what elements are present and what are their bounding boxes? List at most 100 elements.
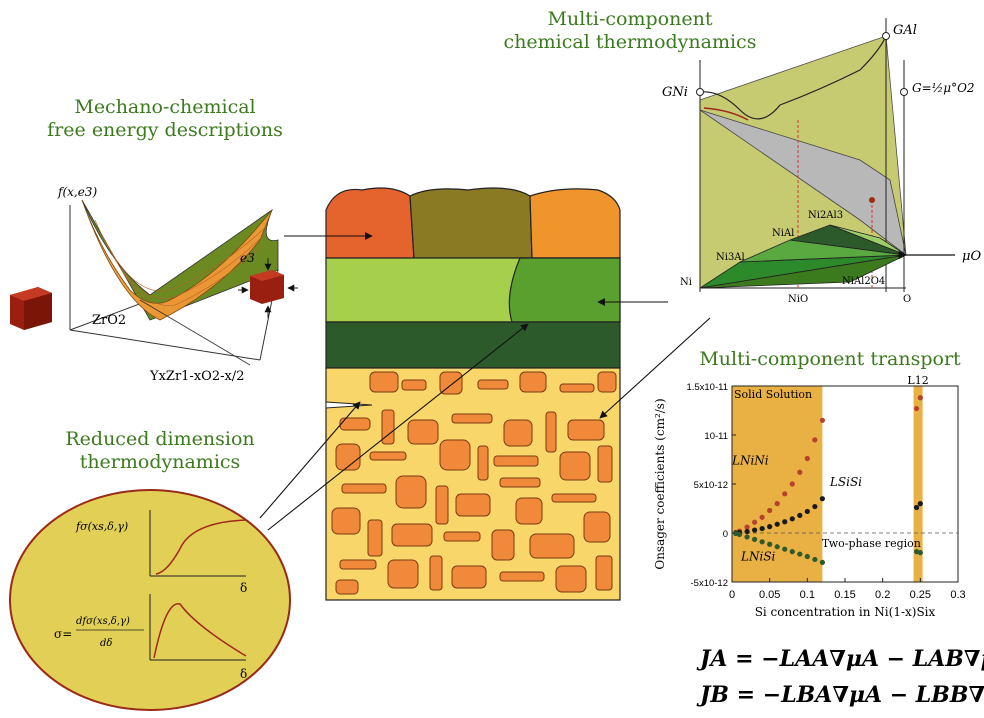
data-point [797, 512, 803, 518]
data-point [782, 546, 788, 552]
strain-axis-label: e3 [240, 251, 255, 265]
y-axis-label: Onsager coefficients (cm²/s) [653, 398, 667, 569]
data-point [804, 455, 810, 462]
reduced-title-line1: Reduced dimension [65, 428, 255, 450]
arrow-to-substrate [599, 317, 711, 419]
data-point [782, 519, 788, 525]
multi-component-thermo-title: Multi-component chemical thermodynamics [480, 8, 780, 54]
red-cube-icon [10, 287, 52, 330]
zro2-label: ZrO2 [92, 313, 126, 328]
data-point [812, 437, 818, 443]
oxide-layer-green-grain [508, 257, 621, 323]
series-label-lnisi: LNiSi [740, 549, 776, 563]
nial-label: NiAl [772, 228, 794, 239]
ni-tick: Ni [680, 277, 692, 288]
data-point [819, 496, 826, 502]
mechano-title-line2: free energy descriptions [47, 119, 283, 141]
connector-arrows [259, 232, 711, 531]
y-tick-label: 10-11 [704, 431, 728, 442]
data-point [797, 469, 803, 475]
data-point [767, 507, 773, 514]
mu-o-label: μO [962, 249, 981, 264]
data-point [744, 524, 750, 530]
data-point [744, 528, 750, 535]
reduced-dimension-title: Reduced dimension thermodynamics [30, 428, 290, 474]
data-point [736, 531, 743, 538]
y-tick-label: 1.5x10-11 [686, 382, 728, 393]
delta-label-bottom: δ [240, 667, 247, 681]
data-point [767, 541, 773, 547]
data-point [782, 491, 788, 497]
x-tick-label: 0.15 [834, 589, 855, 601]
data-point [812, 503, 818, 510]
x-tick-label: 0.05 [759, 589, 780, 601]
free-energy-z-label: f(x,e3) [57, 185, 97, 199]
mechano-title-line1: Mechano-chemical [74, 96, 256, 118]
yttria-zirconia-label: YxZr1-xO2-x/2 [149, 369, 244, 384]
ternary-phase-diagram: GAl GNi G=½μ°O2 μO Ni3Al NiAl Ni2Al3 NiA… [662, 18, 981, 305]
solid-solution-band [732, 386, 823, 582]
y-tick-label: 5x10-12 [694, 480, 728, 491]
grain-light-orange [529, 188, 621, 259]
x-axis-label: Si concentration in Ni(1-x)Six [755, 605, 936, 619]
data-point [913, 405, 920, 412]
sigma-eq-label: σ= [54, 627, 72, 641]
nial2o4-label: NiAl2O4 [842, 276, 885, 287]
data-point [804, 508, 810, 515]
arrow-to-interface [267, 323, 529, 531]
data-point [774, 501, 780, 507]
surface-energy-label: fσ(xs,δ,γ) [75, 520, 128, 533]
data-point [917, 501, 923, 507]
derivative-denominator: dδ [100, 638, 112, 649]
grain-orange [325, 187, 415, 259]
l12-label: L12 [907, 374, 928, 387]
data-point [774, 544, 780, 550]
nio-tick: NiO [788, 294, 808, 305]
x-tick-label: 0.3 [950, 589, 965, 601]
oxide-layer-dark [325, 321, 621, 369]
data-point [774, 521, 780, 527]
arrow-to-crack [259, 401, 361, 519]
y-tick-label: 0 [723, 529, 728, 540]
data-point [744, 534, 750, 540]
solid-solution-label: Solid Solution [734, 388, 812, 401]
flux-equation-a: JA = −LAA∇μA − LAB∇μB [700, 646, 984, 672]
two-phase-label: Two-phase region [822, 537, 921, 550]
onsager-chart: 0 0.05 0.1 0.15 0.2 0.25 0.3 1.5x10-11 10-11 5x10… [653, 374, 966, 619]
thermo-title-line2: chemical thermodynamics [503, 31, 757, 53]
x-tick-label: 0.25 [910, 589, 931, 601]
derivative-numerator: dfσ(xs,δ,γ) [76, 616, 130, 627]
data-point [752, 527, 758, 533]
data-point [812, 556, 818, 563]
thermo-title-line1: Multi-component [547, 8, 713, 30]
transport-title: Multi-component transport [699, 348, 961, 370]
reduced-dimension-panel: fσ(xs,δ,γ) δ σ= dfσ(xs,δ,γ) dδ δ [9, 489, 291, 711]
series-label-lsisi: LSiSi [829, 475, 862, 489]
l12-band [913, 386, 923, 582]
data-point [913, 504, 920, 511]
phase-plane-gray [699, 109, 907, 256]
data-point [759, 539, 765, 545]
delta-label-top: δ [240, 581, 247, 595]
data-point [789, 549, 795, 555]
multi-component-transport-title: Multi-component transport [680, 348, 980, 371]
x-tick-label: 0.2 [875, 589, 890, 601]
data-point [819, 417, 826, 423]
surface-front-orange [81, 199, 273, 321]
flux-equation-b: JB = −LBA∇μA − LBB∇μB [700, 682, 984, 708]
y-tick-label: -5x10-12 [691, 578, 729, 589]
ni2al3-label: Ni2Al3 [808, 210, 843, 221]
data-point [819, 559, 826, 566]
ni3al-label: Ni3Al [716, 252, 745, 263]
data-point [752, 536, 758, 542]
data-point [789, 481, 795, 487]
x-tick-label: 0.1 [800, 589, 815, 601]
g-al-label: GAl [893, 23, 917, 38]
free-energy-surface-plot: f(x,e3) e3 ZrO2 YxZr1-xO2-x/2 [10, 185, 298, 384]
mechano-chemical-title: Mechano-chemical free energy description… [30, 96, 300, 142]
data-point [917, 550, 923, 556]
grain-olive [409, 187, 533, 259]
g-o-label: G=½μ°O2 [912, 81, 975, 95]
microstructure-cross-section [325, 187, 621, 601]
crack [325, 401, 373, 409]
